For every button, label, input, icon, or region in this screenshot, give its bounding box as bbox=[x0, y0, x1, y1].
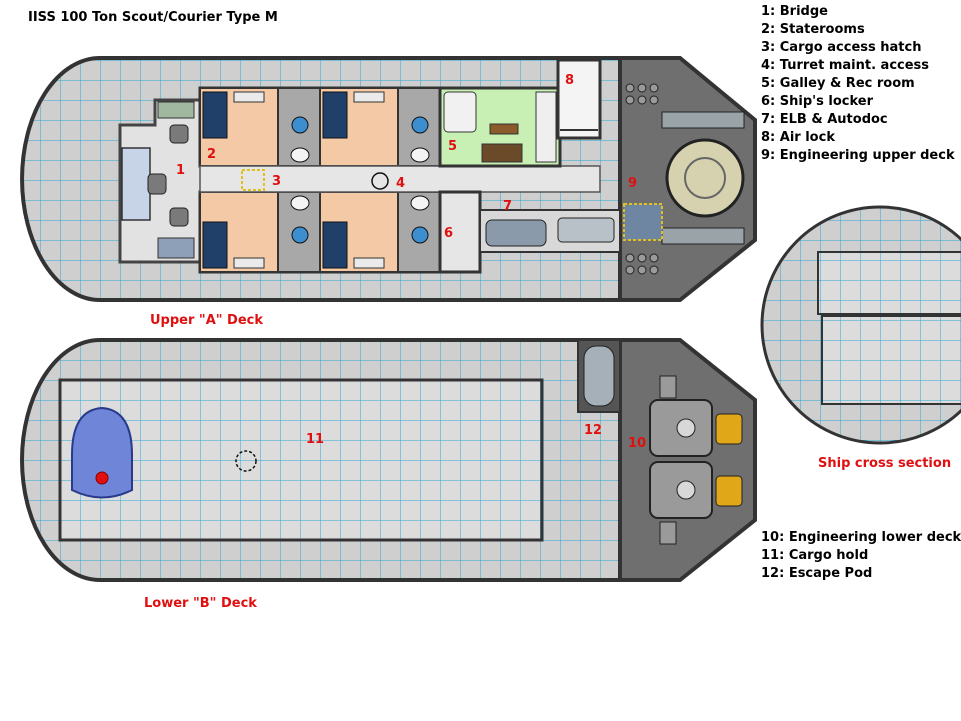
legend-item: 4: Turret maint. access bbox=[761, 58, 930, 73]
legend-upper: 1: Bridge 2: Staterooms 3: Cargo access … bbox=[761, 3, 955, 165]
upper-deck-label: Upper "A" Deck bbox=[150, 313, 264, 328]
room-number-turret: 4 bbox=[396, 176, 406, 191]
bridge-station bbox=[157, 237, 195, 259]
legend-item: 12: Escape Pod bbox=[761, 566, 873, 581]
air-raft bbox=[71, 406, 133, 499]
conduit bbox=[661, 111, 745, 129]
cargo-hatch bbox=[241, 169, 265, 191]
power-plant bbox=[665, 138, 745, 218]
chair bbox=[169, 124, 189, 144]
cargo-hold-hatch bbox=[235, 450, 257, 472]
lower-deck-label: Lower "B" Deck bbox=[144, 596, 257, 611]
room-number-cargo-hold: 11 bbox=[306, 432, 325, 447]
room-number-staterooms: 2 bbox=[207, 147, 217, 162]
room-number-galley: 5 bbox=[448, 139, 458, 154]
legend-item: 9: Engineering upper deck bbox=[761, 148, 955, 163]
page-title: IISS 100 Ton Scout/Courier Type M bbox=[28, 10, 278, 25]
legend-item: 1: Bridge bbox=[761, 4, 828, 19]
maneuver-drives bbox=[649, 375, 743, 545]
staterooms-bottom bbox=[198, 190, 442, 274]
legend-item: 11: Cargo hold bbox=[761, 548, 869, 563]
bridge-plant bbox=[157, 101, 195, 119]
elb bbox=[485, 219, 547, 247]
fuel-valves bbox=[625, 83, 659, 275]
legend-item: 7: ELB & Autodoc bbox=[761, 112, 888, 127]
room-number-engineering-lower: 10 bbox=[628, 436, 647, 451]
room-number-escape-pod: 12 bbox=[584, 423, 603, 438]
cross-section bbox=[760, 205, 961, 445]
lower-deck bbox=[20, 338, 757, 582]
cross-section-label: Ship cross section bbox=[818, 456, 952, 471]
corridor bbox=[199, 165, 601, 193]
galley-table bbox=[443, 91, 477, 133]
legend-lower: 10: Engineering lower deck 11: Cargo hol… bbox=[761, 529, 961, 583]
legend-item: 10: Engineering lower deck bbox=[761, 530, 961, 545]
staterooms-top bbox=[198, 86, 442, 168]
conduit bbox=[661, 227, 745, 245]
room-number-cargo-hatch: 3 bbox=[272, 174, 282, 189]
room-number-engineering-upper: 9 bbox=[628, 176, 638, 191]
galley-chair bbox=[489, 123, 519, 135]
pilot-chair bbox=[147, 173, 167, 195]
legend-item: 8: Air lock bbox=[761, 130, 835, 145]
legend-item: 5: Galley & Rec room bbox=[761, 76, 915, 91]
airlock bbox=[556, 58, 602, 140]
cargo-hold bbox=[58, 378, 544, 542]
engineering-hatch bbox=[623, 203, 663, 241]
chair bbox=[169, 207, 189, 227]
galley-counter bbox=[535, 91, 557, 163]
legend-item: 3: Cargo access hatch bbox=[761, 40, 922, 55]
galley-couch bbox=[481, 143, 523, 163]
room-number-locker: 6 bbox=[444, 226, 454, 241]
legend-item: 6: Ship's locker bbox=[761, 94, 874, 109]
turret-hatch bbox=[371, 172, 389, 190]
lower-engineering bbox=[618, 338, 757, 582]
room-number-bridge: 1 bbox=[176, 163, 186, 178]
room-number-airlock: 8 bbox=[565, 73, 575, 88]
legend-item: 2: Staterooms bbox=[761, 22, 865, 37]
bridge-console bbox=[121, 147, 151, 221]
escape-pod bbox=[583, 345, 615, 407]
autodoc bbox=[557, 217, 615, 243]
room-number-elb: 7 bbox=[503, 199, 513, 214]
upper-deck bbox=[20, 56, 757, 302]
